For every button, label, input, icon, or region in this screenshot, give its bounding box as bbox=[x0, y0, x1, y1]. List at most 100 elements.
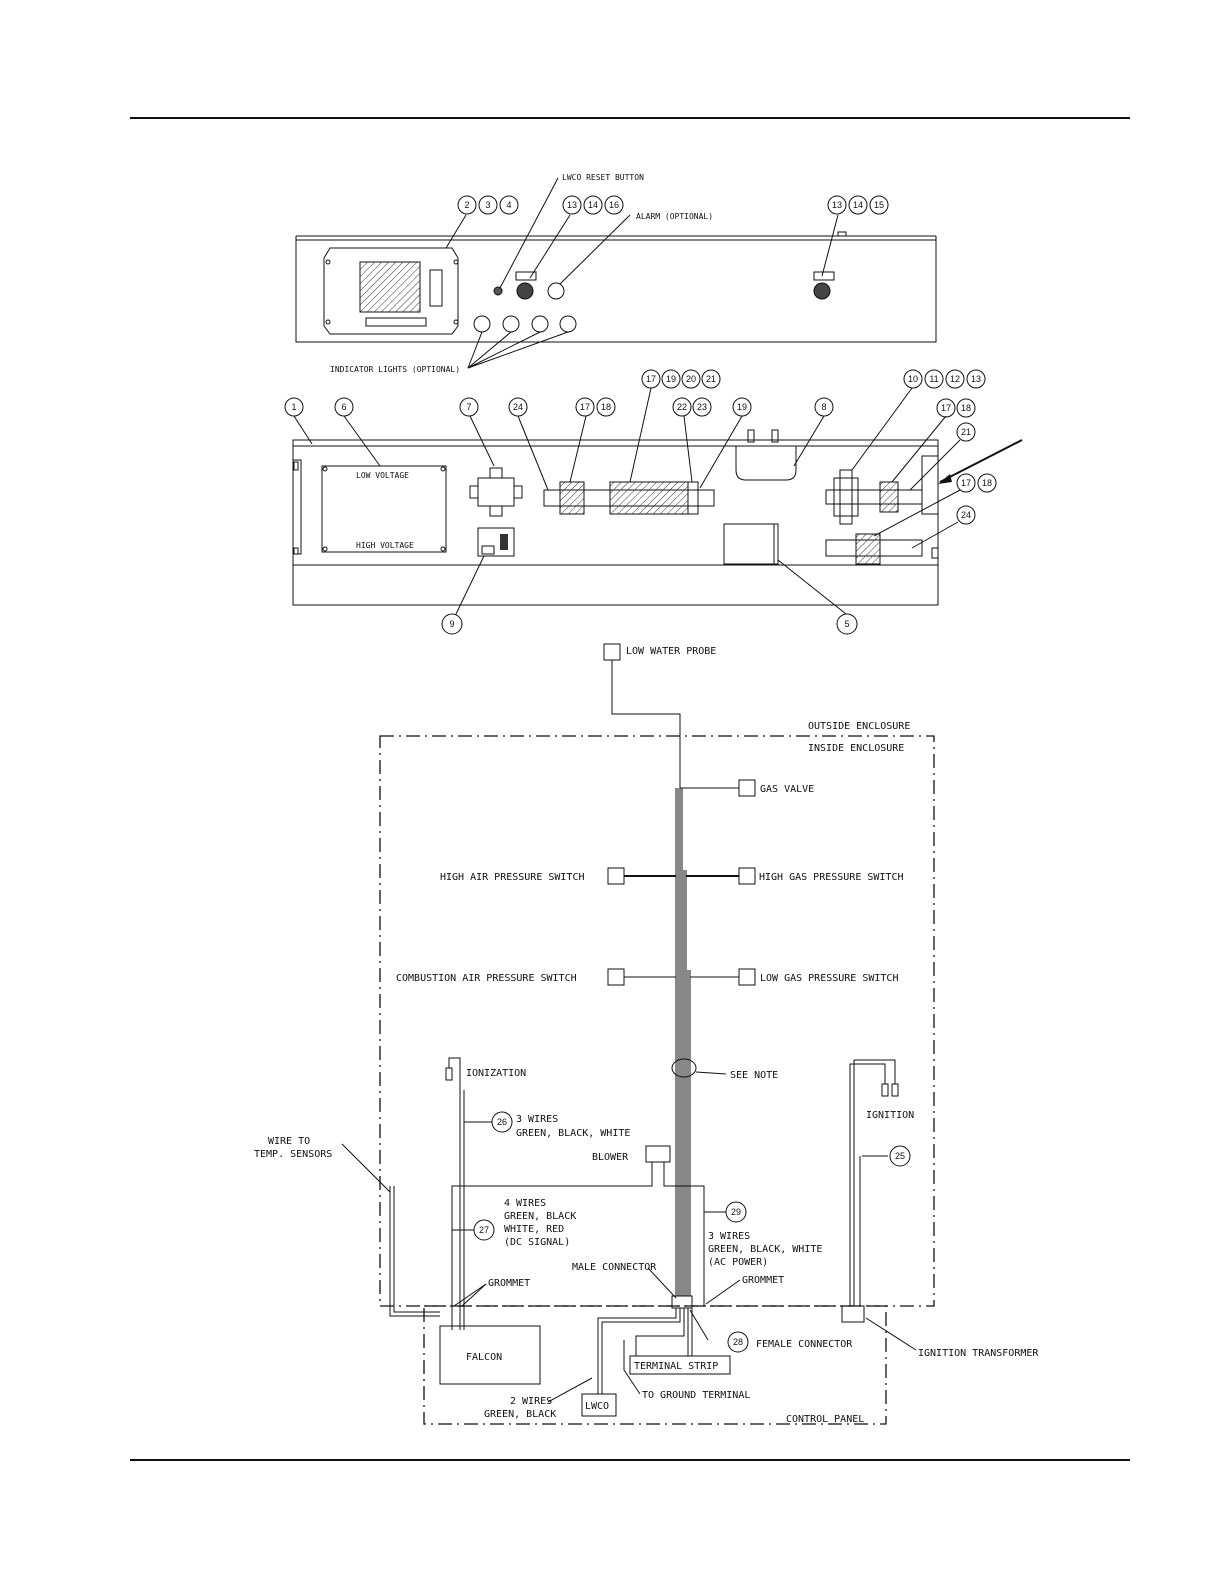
low-gas-pressure-switch-label: LOW GAS PRESSURE SWITCH bbox=[760, 973, 898, 984]
callout-22: 22 bbox=[677, 402, 687, 412]
callouts-wiring: 26 27 29 28 25 bbox=[452, 1111, 911, 1353]
callout-27: 27 bbox=[479, 1225, 489, 1235]
high-voltage-label: HIGH VOLTAGE bbox=[356, 541, 414, 550]
lwco-reset-button bbox=[493, 286, 503, 296]
terminal-block-b bbox=[609, 481, 689, 515]
callout-13b: 13 bbox=[832, 200, 842, 210]
callout-14a: 14 bbox=[588, 200, 598, 210]
callout-15: 15 bbox=[874, 200, 884, 210]
relay-8 bbox=[735, 429, 797, 481]
callout-14b: 14 bbox=[853, 200, 863, 210]
indicator-light-3 bbox=[531, 315, 549, 333]
ignition-electrodes bbox=[849, 1059, 899, 1306]
callout-19a: 19 bbox=[666, 374, 676, 384]
control-panel-label: CONTROL PANEL bbox=[786, 1414, 864, 1425]
wire-to-temp-label-1: WIRE TO bbox=[268, 1136, 310, 1147]
transformer bbox=[469, 467, 523, 517]
terminal-block-a bbox=[559, 481, 585, 515]
indicator-light-4 bbox=[559, 315, 577, 333]
switch-9 bbox=[477, 527, 515, 557]
callout-16: 16 bbox=[609, 200, 619, 210]
alarm-light bbox=[547, 282, 565, 300]
four-wires-label-2: GREEN, BLACK bbox=[504, 1211, 576, 1222]
callout-18c: 18 bbox=[961, 403, 971, 413]
callout-24a: 24 bbox=[513, 402, 523, 412]
inside-enclosure-label: INSIDE ENCLOSURE bbox=[808, 743, 904, 754]
grommet-left-label: GROMMET bbox=[488, 1278, 530, 1289]
alarm-label: ALARM (OPTIONAL) bbox=[636, 212, 713, 221]
to-ground-terminal-label: TO GROUND TERMINAL bbox=[642, 1390, 750, 1401]
three-wires-label-2: 3 WIRES bbox=[708, 1231, 750, 1242]
male-connector bbox=[671, 1295, 693, 1309]
terminal-strip bbox=[629, 1355, 731, 1375]
callout-23: 23 bbox=[697, 402, 707, 412]
falcon-label: FALCON bbox=[466, 1352, 502, 1363]
callout-29: 29 bbox=[731, 1207, 741, 1217]
callout-19b: 19 bbox=[737, 402, 747, 412]
callout-5: 5 bbox=[844, 619, 849, 629]
callout-4: 4 bbox=[506, 200, 511, 210]
ignition-transformer-label: IGNITION TRANSFORMER bbox=[918, 1348, 1039, 1359]
indicator-light-1 bbox=[473, 315, 491, 333]
voltage-box bbox=[321, 465, 447, 553]
blower-label: BLOWER bbox=[592, 1152, 629, 1163]
gas-valve-box bbox=[738, 779, 756, 797]
callout-12: 12 bbox=[950, 374, 960, 384]
three-wires-ac-power: (AC POWER) bbox=[708, 1257, 768, 1268]
callout-18d: 18 bbox=[982, 478, 992, 488]
two-wires-label-2: GREEN, BLACK bbox=[484, 1409, 556, 1420]
high-air-pressure-switch-box bbox=[607, 867, 625, 885]
see-note-label: SEE NOTE bbox=[730, 1070, 778, 1081]
callout-2: 2 bbox=[464, 200, 469, 210]
callout-21b: 21 bbox=[961, 427, 971, 437]
three-wires-colors-2: GREEN, BLACK, WHITE bbox=[708, 1244, 822, 1255]
three-wires-colors-1: GREEN, BLACK, WHITE bbox=[516, 1128, 630, 1139]
callout-1: 1 bbox=[291, 402, 296, 412]
callout-17c: 17 bbox=[941, 403, 951, 413]
ionization-electrode bbox=[445, 1057, 465, 1330]
callout-13a: 13 bbox=[567, 200, 577, 210]
male-connector-label: MALE CONNECTOR bbox=[572, 1262, 657, 1273]
three-wires-label-1: 3 WIRES bbox=[516, 1114, 558, 1125]
callouts-front: 2 3 4 13 14 16 13 14 15 bbox=[457, 195, 889, 215]
indicator-lights-label: INDICATOR LIGHTS (OPTIONAL) bbox=[330, 365, 460, 374]
callout-20: 20 bbox=[686, 374, 696, 384]
key-switch-right bbox=[813, 271, 835, 300]
front-panel bbox=[295, 177, 937, 369]
high-air-pressure-switch-label: HIGH AIR PRESSURE SWITCH bbox=[440, 872, 585, 883]
terminal-strip-label: TERMINAL STRIP bbox=[634, 1361, 718, 1372]
callout-26: 26 bbox=[497, 1117, 507, 1127]
callout-10: 10 bbox=[908, 374, 918, 384]
lwco-label: LWCO bbox=[585, 1401, 609, 1412]
fuse-holder bbox=[833, 469, 859, 525]
callout-17a: 17 bbox=[580, 402, 590, 412]
four-wires-label-1: 4 WIRES bbox=[504, 1198, 546, 1209]
low-water-probe bbox=[603, 643, 621, 661]
wire-harness bbox=[675, 788, 691, 1296]
grommet-right-label: GROMMET bbox=[742, 1275, 784, 1286]
callout-13c: 13 bbox=[971, 374, 981, 384]
lwco-reset-label: LWCO RESET BUTTON bbox=[562, 173, 644, 182]
callout-11: 11 bbox=[929, 374, 938, 384]
low-gas-pressure-switch-box bbox=[738, 968, 756, 986]
combustion-air-pressure-switch-label: COMBUSTION AIR PRESSURE SWITCH bbox=[396, 973, 577, 984]
gas-valve-label: GAS VALVE bbox=[760, 784, 814, 795]
falcon-controller bbox=[439, 1325, 541, 1385]
callout-25: 25 bbox=[895, 1151, 905, 1161]
box-5 bbox=[723, 523, 779, 565]
combustion-air-switch-box bbox=[607, 968, 625, 986]
callout-17b: 17 bbox=[646, 374, 656, 384]
high-gas-pressure-switch-label: HIGH GAS PRESSURE SWITCH bbox=[759, 872, 904, 883]
ignition-label: IGNITION bbox=[866, 1110, 914, 1121]
high-gas-pressure-switch-box bbox=[738, 867, 756, 885]
indicator-light-2 bbox=[502, 315, 520, 333]
four-wires-label-4: (DC SIGNAL) bbox=[504, 1237, 570, 1248]
female-connector-label: FEMALE CONNECTOR bbox=[756, 1339, 853, 1350]
outside-enclosure-label: OUTSIDE ENCLOSURE bbox=[808, 721, 910, 732]
callout-28: 28 bbox=[733, 1337, 743, 1347]
low-voltage-label: LOW VOLTAGE bbox=[356, 471, 409, 480]
callout-3: 3 bbox=[485, 200, 490, 210]
ignition-transformer-box bbox=[841, 1305, 865, 1323]
ionization-label: IONIZATION bbox=[466, 1068, 526, 1079]
